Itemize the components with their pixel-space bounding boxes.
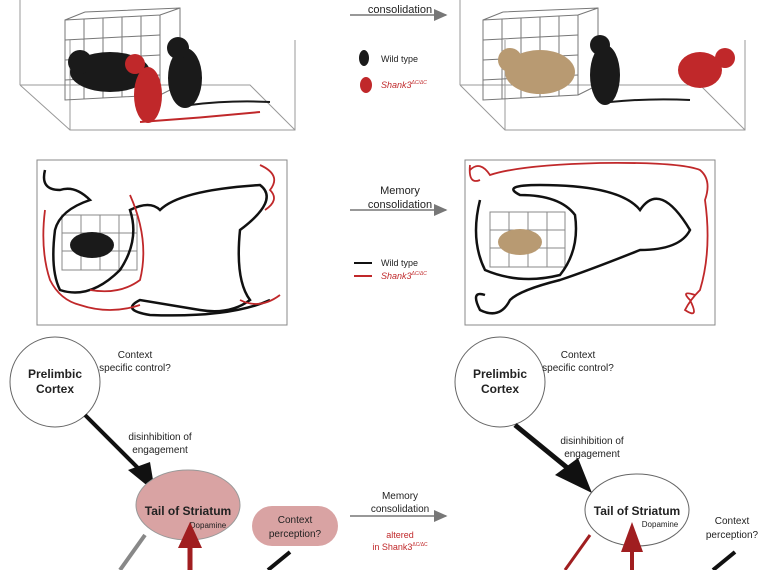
dopamine-label: Dopamine (642, 520, 679, 529)
middle-right-cup (489, 211, 566, 268)
wild-type-mouse-icon (359, 50, 369, 66)
arrowhead (555, 458, 592, 493)
disinhibition-label-2: engagement (564, 449, 620, 460)
context-control-label-1: Context (561, 350, 596, 361)
top-left-arena (19, 0, 296, 131)
legend-mutant: Shank3ΔC/ΔC (381, 80, 427, 90)
context-control-label-2: specific control? (99, 363, 171, 374)
striatum-label: Tail of Striatum (145, 504, 231, 518)
mutant-mouse-icon (360, 77, 372, 93)
context-perception-node-left (252, 506, 338, 546)
middle-arrow-label-2: consolidation (368, 199, 432, 211)
altered-label-2: in Shank3ΔC/ΔC (372, 542, 428, 552)
output-line-right (563, 534, 592, 570)
bottom-arrow-label-2: consolidation (371, 504, 429, 515)
perception-label-2: perception? (706, 530, 759, 541)
mutant-mouse-top-right (678, 48, 735, 88)
legend-mutant: Shank3ΔC/ΔC (381, 271, 427, 281)
context-control-label-1: Context (118, 350, 153, 361)
wild-type-mouse-top-left (167, 37, 271, 108)
wild-type-trajectory-right (474, 183, 692, 315)
dopamine-label: Dopamine (190, 521, 227, 530)
mutant-trajectory-right (468, 161, 709, 315)
perception-label-1: Context (715, 516, 750, 527)
arrowhead (621, 522, 643, 552)
prelimbic-label-2: Cortex (481, 382, 519, 396)
legend-wild-type: Wild type (381, 54, 418, 64)
disinhibition-label-1: disinhibition of (560, 436, 624, 447)
top-right-arena (459, 0, 746, 131)
prelimbic-label-2: Cortex (36, 382, 74, 396)
perception-label-1: Context (278, 515, 313, 526)
middle-right-arena (464, 159, 716, 326)
disinhibition-label-1: disinhibition of (128, 432, 192, 443)
perception-line-right (711, 550, 737, 570)
perception-label-2: perception? (269, 529, 322, 540)
bottom-arrow-label-1: Memory (382, 491, 418, 502)
middle-arrow-label-1: Memory (380, 185, 420, 197)
context-control-label-2: specific control? (542, 363, 614, 374)
legend-wild-type: Wild type (381, 258, 418, 268)
wild-type-mouse-top-right (590, 35, 691, 105)
prelimbic-label-1: Prelimbic (28, 367, 82, 381)
prelimbic-to-striatum-arrow-left (83, 413, 142, 472)
altered-label-1: altered (386, 530, 414, 540)
top-arrow-label: consolidation (368, 4, 432, 16)
perception-line-left (266, 550, 292, 570)
prelimbic-label-1: Prelimbic (473, 367, 527, 381)
arrowhead (178, 522, 202, 548)
prelimbic-to-striatum-arrow-right (513, 423, 572, 472)
mutant-mouse-top-left (125, 54, 261, 123)
middle-legend: Wild type Shank3ΔC/ΔC (354, 258, 427, 281)
novel-mouse-in-cup (498, 48, 575, 94)
top-legend: Wild type Shank3ΔC/ΔC (359, 50, 427, 93)
disinhibition-label-2: engagement (132, 445, 188, 456)
prelimbic-cortex-node-left (9, 336, 101, 428)
output-line-left (118, 533, 147, 570)
middle-left-arena (36, 159, 288, 326)
wild-type-trajectory-left (42, 169, 271, 317)
striatum-label: Tail of Striatum (594, 504, 680, 518)
prelimbic-cortex-node-right (454, 336, 546, 428)
mutant-trajectory-left (42, 164, 281, 311)
